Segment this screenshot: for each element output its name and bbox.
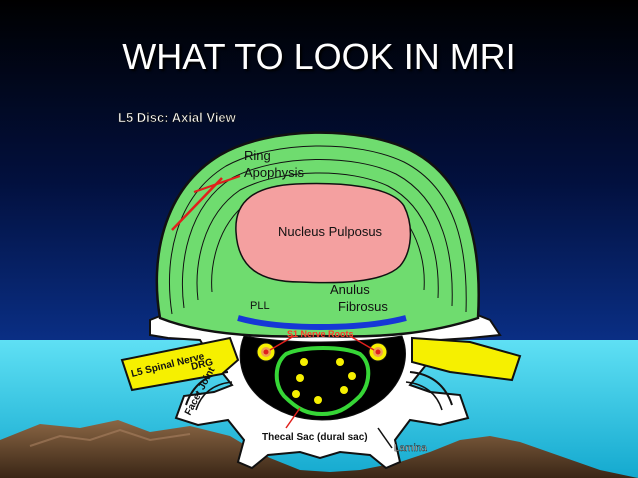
rootlet	[340, 386, 348, 394]
ring-apophysis-label-1: Ring	[244, 148, 271, 163]
anulus-label-2: Fibrosus	[338, 299, 388, 314]
nucleus-pulposus-shape	[235, 182, 412, 284]
rock-island	[0, 420, 638, 478]
rootlet	[336, 358, 344, 366]
facet-joint-right-arc	[409, 371, 453, 406]
facet-joint-left-arc-2	[195, 381, 233, 411]
rootlet	[348, 372, 356, 380]
ring-apophysis-marker-2	[193, 175, 241, 193]
rootlet	[314, 396, 322, 404]
s1-nerve-roots-label: S1 Nerve Roots	[287, 329, 354, 339]
nucleus-pulposus-label: Nucleus Pulposus	[278, 224, 383, 239]
anulus-ring-3	[196, 172, 439, 301]
thecal-sac-pointer	[285, 407, 301, 429]
rock-ridge	[29, 428, 191, 447]
s1-pointer-left	[269, 335, 295, 351]
ring-apophysis-label-2: Apophysis	[244, 165, 304, 180]
rootlet	[292, 390, 300, 398]
l5-spinal-nerve-left	[120, 336, 240, 392]
l5-spinal-nerve-right	[411, 336, 522, 382]
anulus-ring-1	[169, 145, 467, 315]
rootlet	[300, 358, 308, 366]
lamina-pointer	[377, 427, 393, 449]
anulus-ring-2	[181, 159, 453, 309]
s1-nerve-root-left	[256, 342, 276, 362]
pll-band	[237, 315, 407, 330]
ring-apophysis-marker-1	[171, 177, 223, 231]
drg-label: DRG	[190, 357, 214, 373]
thecal-sac-label: Thecal Sac (dural sac)	[262, 432, 368, 443]
anulus-label-1: Anulus	[330, 282, 370, 297]
lamina-label: Lamina	[394, 443, 427, 454]
facet-joint-right-arc-2	[405, 381, 443, 411]
rootlet	[296, 374, 304, 382]
slide-title: WHAT TO LOOK IN MRI	[122, 36, 516, 77]
thecal-sac-ring	[274, 346, 371, 417]
pll-label: PLL	[250, 300, 270, 312]
s1-pointer-right	[349, 335, 375, 351]
cauda-equina-rootlets	[292, 358, 356, 404]
diagram-heading: L5 Disc: Axial View	[118, 110, 237, 125]
s1-nerve-root-right	[368, 342, 388, 362]
